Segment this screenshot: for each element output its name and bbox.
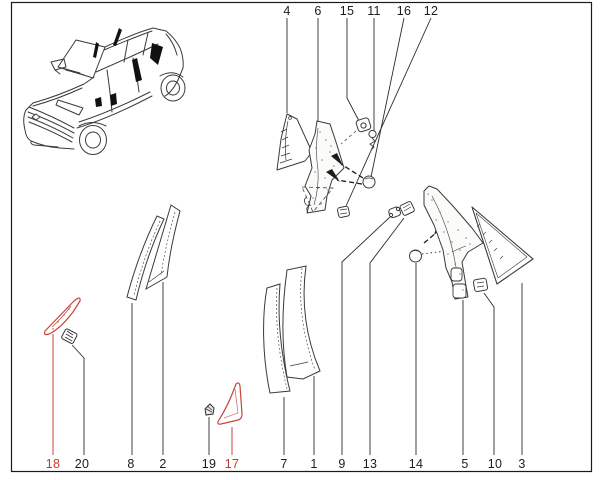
part-5-texture	[427, 193, 471, 291]
callout-5[interactable]: 5	[461, 456, 469, 471]
fastener-15-guide-line	[340, 130, 357, 145]
callout-3[interactable]: 3	[518, 456, 526, 471]
part-16-grommet	[362, 175, 376, 189]
callout-2[interactable]: 2	[159, 456, 167, 471]
front-wheel	[79, 125, 107, 155]
leader-10	[483, 292, 495, 455]
install-arrows-part-6	[326, 153, 364, 185]
leader-lines	[71, 17, 523, 455]
part-9-clip	[388, 206, 402, 219]
callout-4[interactable]: 4	[283, 3, 291, 18]
leader-12	[345, 17, 432, 207]
part-17-highlighted-seal	[217, 382, 243, 425]
leader-20	[71, 344, 85, 455]
callout-6[interactable]: 6	[314, 3, 322, 18]
part-14-ball-grommet	[409, 249, 422, 263]
part-19-clip	[204, 403, 215, 416]
callout-17[interactable]: 17	[224, 456, 240, 471]
leader-16	[370, 17, 405, 178]
leader-9	[341, 216, 391, 455]
callout-10[interactable]: 10	[487, 456, 503, 471]
callout-18[interactable]: 18	[45, 456, 61, 471]
rear-wheel	[160, 74, 186, 102]
callout-16[interactable]: 16	[396, 3, 412, 18]
callout-1[interactable]: 1	[310, 456, 318, 471]
highlighted-trims-on-car	[93, 28, 163, 107]
part-10-clip	[472, 277, 489, 293]
callout-19[interactable]: 19	[201, 456, 217, 471]
callout-7[interactable]: 7	[280, 456, 288, 471]
part-3-quarter-glass-seal	[471, 206, 534, 285]
part-7-run-channel	[263, 283, 291, 394]
part-4-front-quarter-plate	[276, 113, 313, 171]
part-2-run-channel	[145, 204, 181, 291]
callout-14[interactable]: 14	[408, 456, 424, 471]
callout-9[interactable]: 9	[338, 456, 346, 471]
part-13-clip	[399, 201, 415, 216]
part-18-highlighted-seal	[43, 297, 81, 336]
leader-13	[369, 217, 405, 455]
callout-13[interactable]: 13	[362, 456, 378, 471]
leader-15	[346, 18, 360, 122]
fastener-11-screw-clip	[368, 129, 377, 151]
page-border	[10, 1, 593, 473]
part-20-clip	[61, 328, 78, 344]
part-1-run-channel	[282, 265, 321, 380]
part-8-run-channel	[126, 215, 165, 301]
dashed-position-outline	[301, 186, 334, 213]
callout-11[interactable]: 11	[367, 3, 381, 18]
callout-15[interactable]: 15	[339, 3, 355, 18]
callout-8[interactable]: 8	[127, 456, 135, 471]
part-12-clip	[337, 205, 350, 218]
fastener-15-grommet	[355, 117, 372, 133]
vehicle-illustration	[23, 27, 186, 155]
callout-12[interactable]: 12	[423, 3, 439, 18]
leader-lines-red	[52, 334, 233, 455]
part-5-rear-pillar-trim	[423, 185, 484, 300]
callout-20[interactable]: 20	[74, 456, 90, 471]
